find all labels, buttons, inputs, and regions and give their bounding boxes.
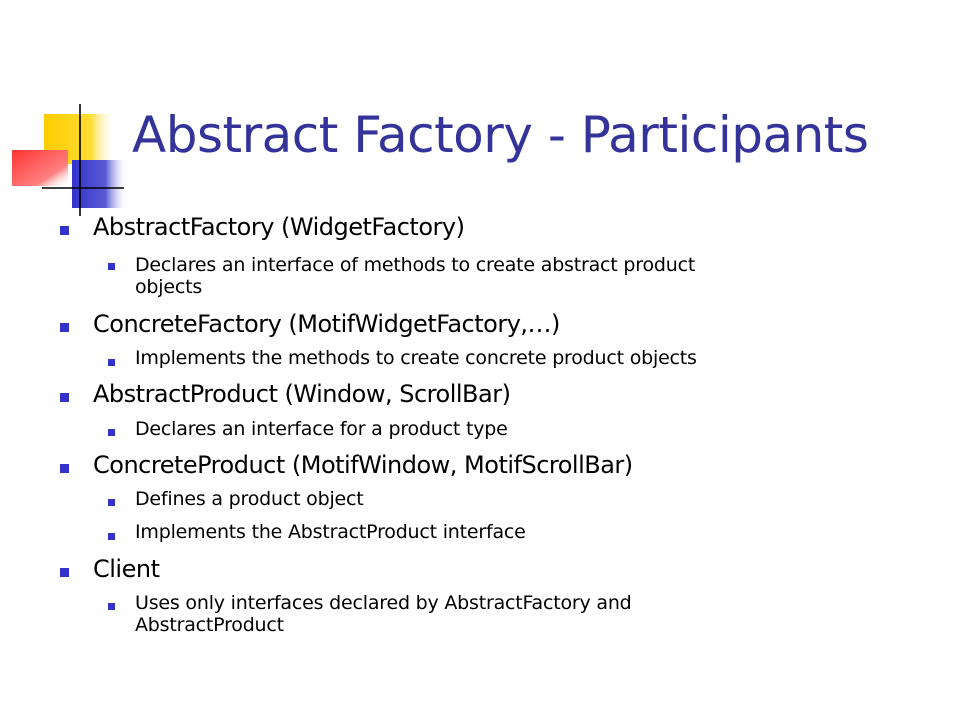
bullet-abstract-factory: AbstractFactory (WidgetFactory)	[93, 213, 465, 241]
bullet-marker	[60, 393, 69, 402]
sub-bullet-abstract-factory-desc-line2: objects	[135, 276, 203, 298]
bullet-concrete-factory: ConcreteFactory (MotifWidgetFactory,…)	[93, 310, 560, 338]
bullet-abstract-product: AbstractProduct (Window, ScrollBar)	[93, 380, 511, 408]
sub-bullet-marker	[108, 359, 115, 366]
sub-bullet-client-desc-line2: AbstractProduct	[135, 614, 284, 636]
sub-bullet-concrete-factory-desc: Implements the methods to create concret…	[135, 347, 697, 369]
bullet-marker	[60, 568, 69, 577]
sub-bullet-marker	[108, 499, 115, 506]
slide-logo-decoration	[12, 104, 128, 216]
sub-bullet-marker	[108, 263, 115, 270]
sub-bullet-concrete-product-desc-2: Implements the AbstractProduct interface	[135, 521, 526, 543]
bullet-concrete-product: ConcreteProduct (MotifWindow, MotifScrol…	[93, 451, 633, 479]
bullet-client: Client	[93, 555, 160, 583]
sub-bullet-client-desc-line1: Uses only interfaces declared by Abstrac…	[135, 592, 632, 614]
sub-bullet-concrete-product-desc-1: Defines a product object	[135, 488, 364, 510]
bullet-marker	[60, 226, 69, 235]
sub-bullet-marker	[108, 603, 115, 610]
sub-bullet-marker	[108, 533, 115, 540]
sub-bullet-abstract-factory-desc-line1: Declares an interface of methods to crea…	[135, 254, 696, 276]
slide-title: Abstract Factory - Participants	[132, 106, 869, 164]
bullet-marker	[60, 464, 69, 473]
sub-bullet-marker	[108, 429, 115, 436]
bullet-marker	[60, 323, 69, 332]
sub-bullet-abstract-product-desc: Declares an interface for a product type	[135, 418, 508, 440]
